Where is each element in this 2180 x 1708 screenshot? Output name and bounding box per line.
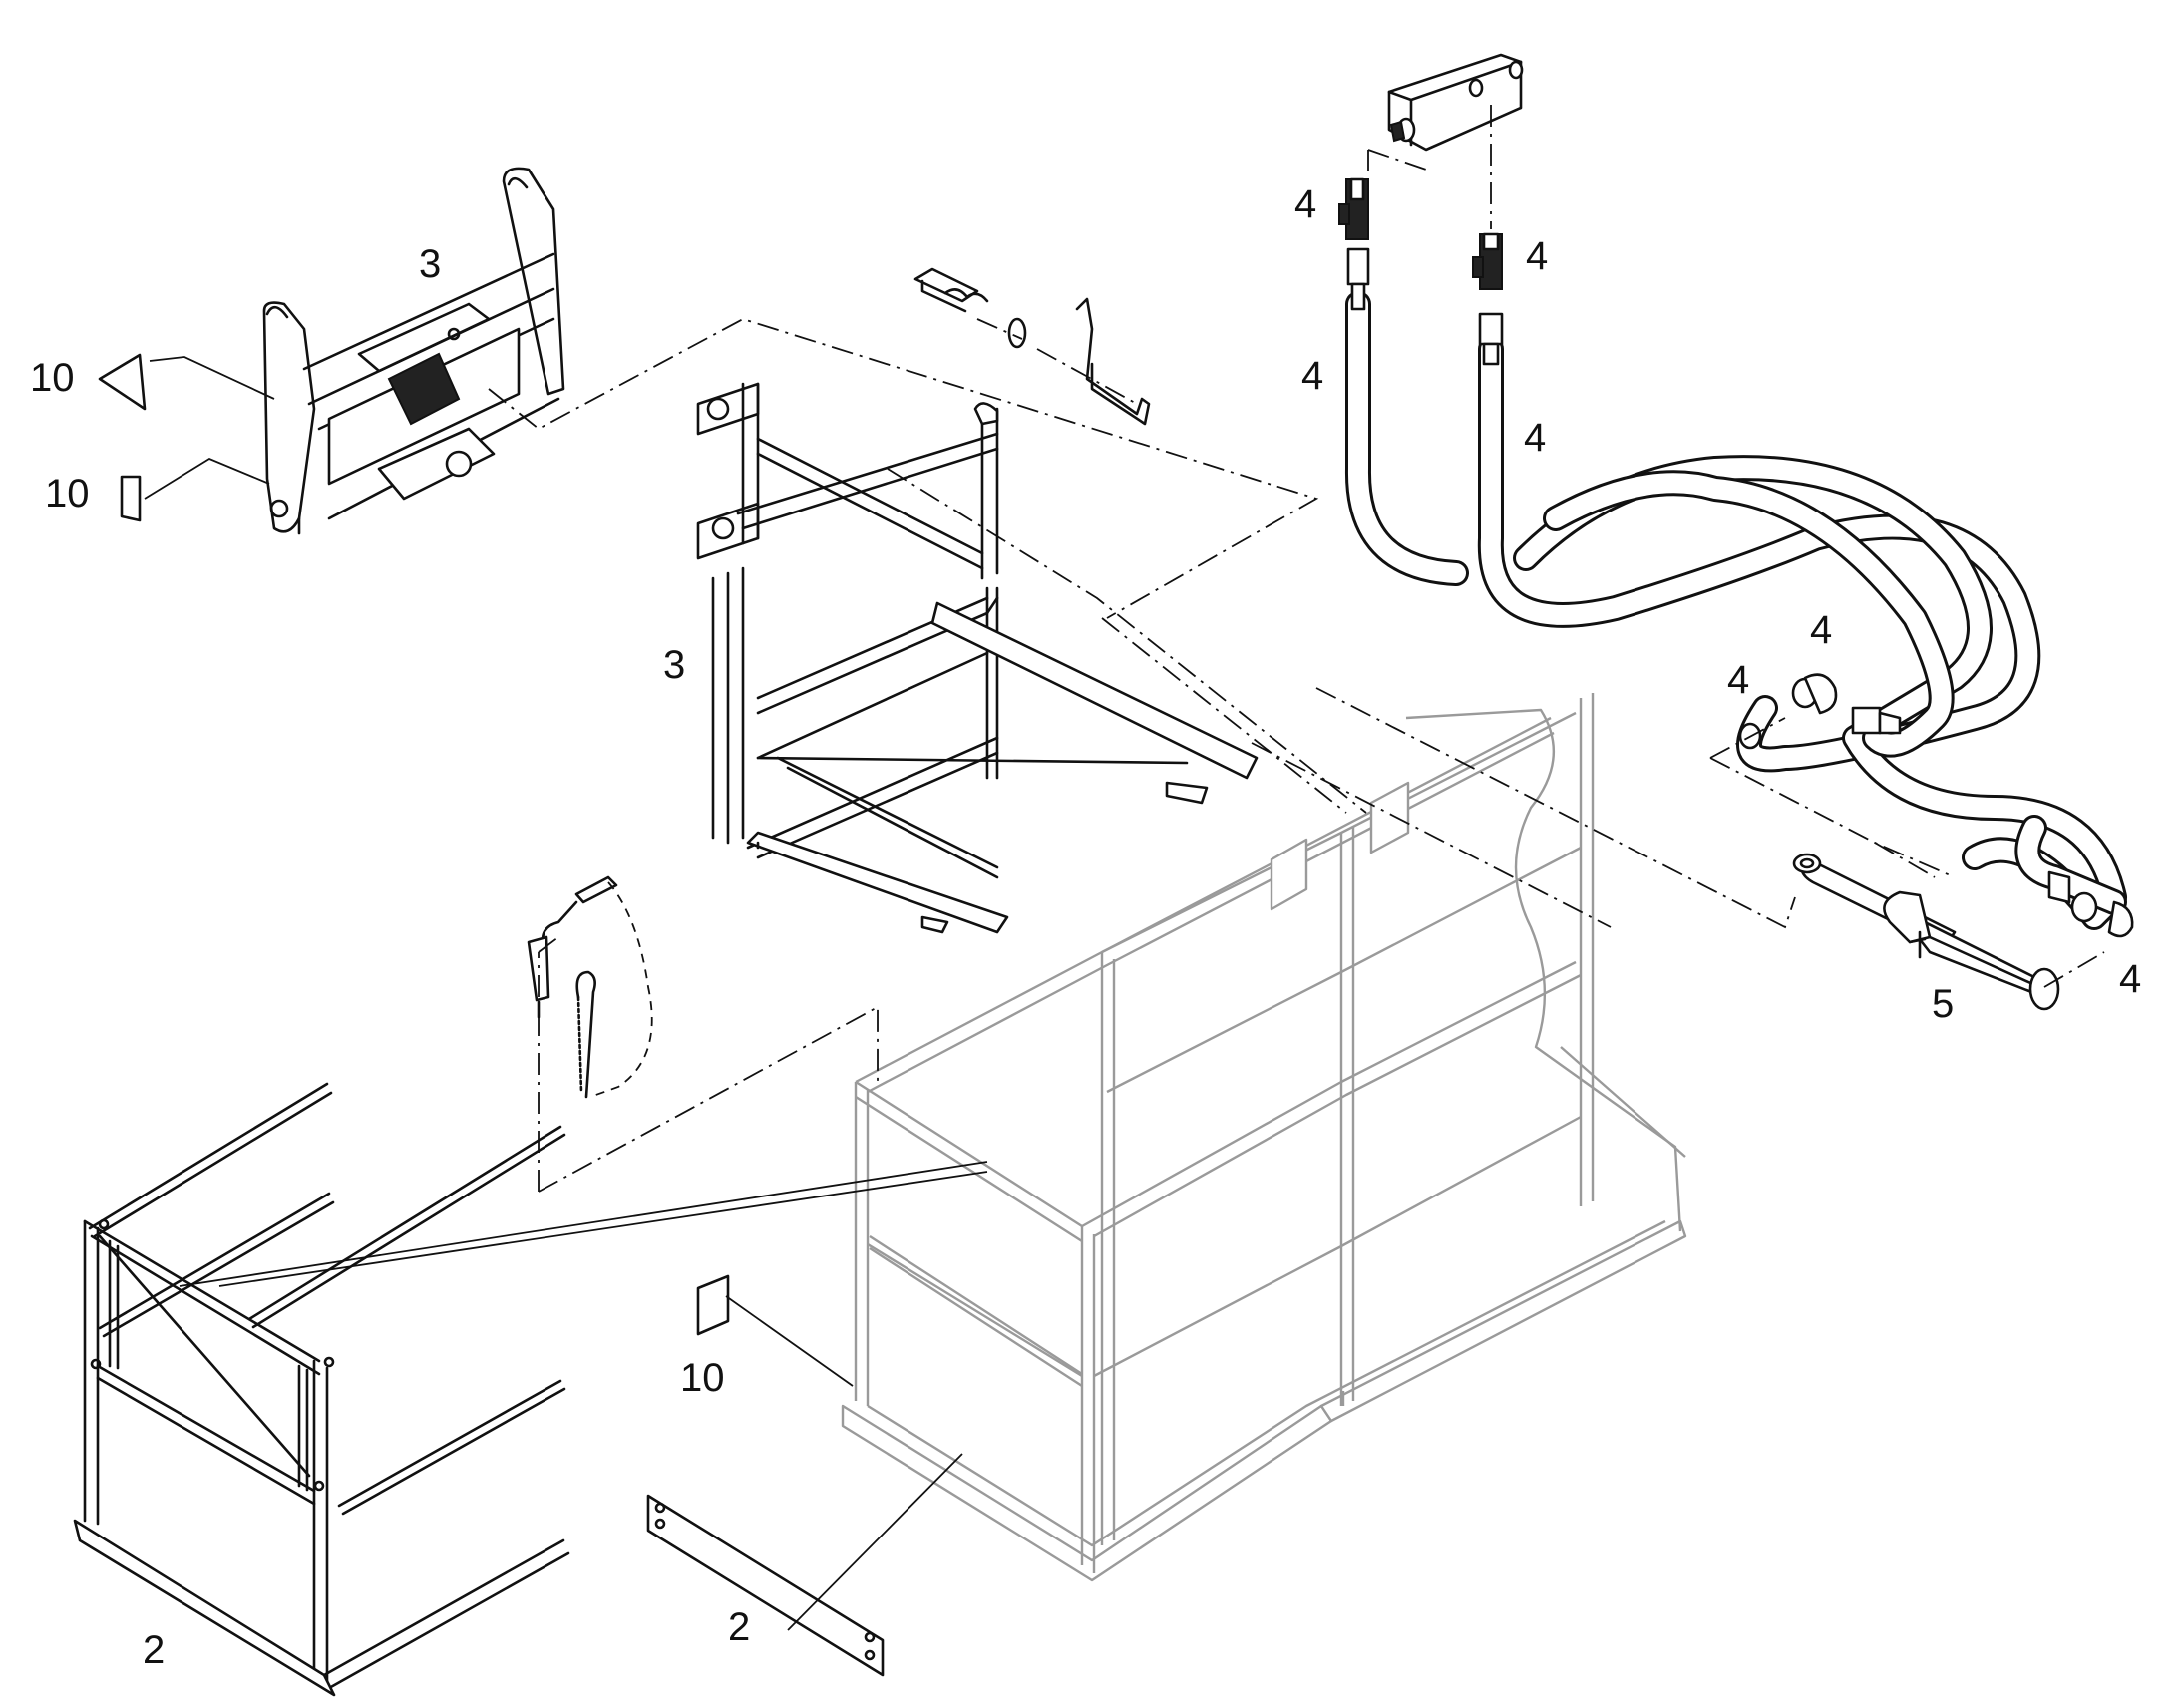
callout-10-decal-top: 10 [45,472,90,515]
hydraulic-hoses [1344,291,2127,930]
decal-square-bottom [696,1274,730,1336]
decal-square-top [120,475,142,522]
callout-4-nut: 4 [1727,658,1749,702]
leader-lines [144,356,988,1631]
fork-carriage-frame [696,382,1259,934]
callout-3-bracket: 3 [419,242,441,286]
callout-10-warning: 10 [30,356,75,400]
callout-2-side-rail: 2 [143,1628,165,1672]
callout-4-fitting-right: 4 [1526,234,1548,278]
callout-10-decal-bottom: 10 [680,1356,725,1400]
assembly-center-lines [488,105,2105,1193]
decals [98,353,730,1336]
quick-attach-bracket [262,167,565,535]
callout-4-fitting-left: 4 [1294,182,1316,226]
callout-3-frame: 3 [663,643,685,687]
lock-pin-chain [527,875,653,1099]
bolt-washer-clip [913,267,1151,426]
toe-board-plate [646,1494,885,1677]
hose-fittings [1338,177,2134,938]
callout-4-hose-left: 4 [1301,354,1323,398]
warning-triangle-icon [98,353,147,411]
callout-2-plate: 2 [728,1605,750,1649]
callout-5-cylinder: 5 [1932,982,1954,1026]
hydraulic-cylinder [1792,853,2060,1011]
side-rail-assembly [73,1082,570,1697]
callout-numbers: 3 3 10 10 10 4 4 4 4 4 4 4 5 2 2 [30,182,2141,1672]
callout-4-elbow: 4 [1810,608,1832,652]
valve-block [1387,53,1524,152]
callout-4-end-fitting: 4 [2119,957,2141,1001]
callout-4-hose-right: 4 [1524,416,1546,460]
work-platform-basket [841,693,1687,1582]
